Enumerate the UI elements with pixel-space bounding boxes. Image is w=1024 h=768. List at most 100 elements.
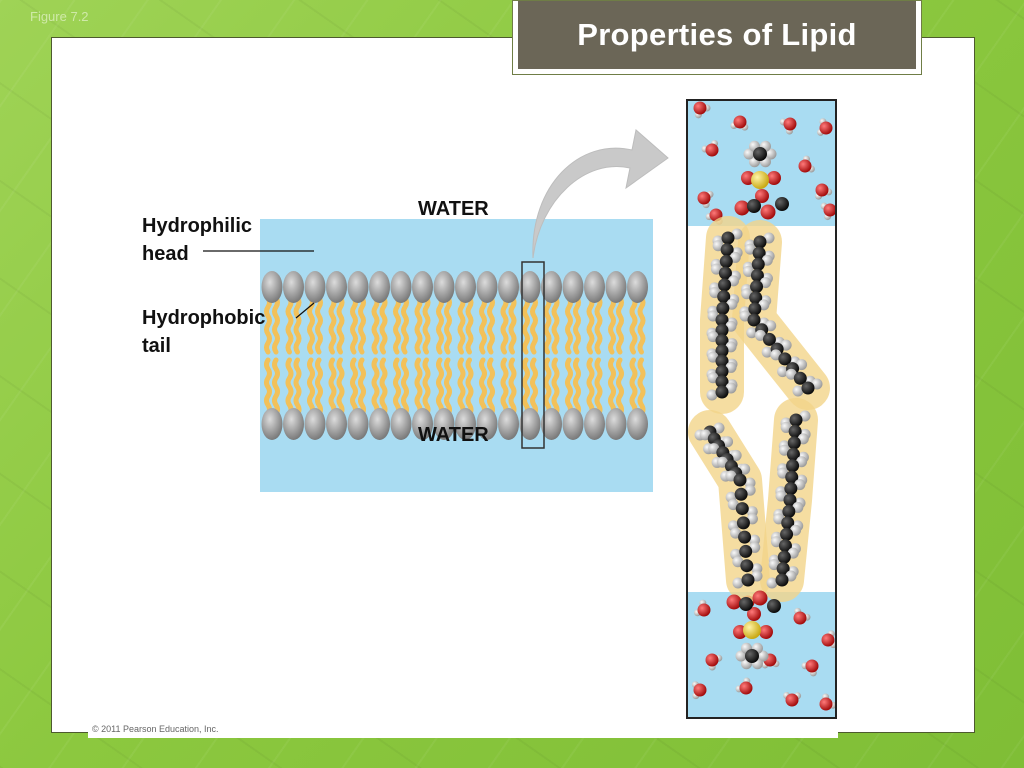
- tail-strand: [551, 357, 560, 417]
- carbon-atom: [718, 266, 732, 280]
- tail-strand: [350, 357, 358, 417]
- water-molecule: [798, 159, 812, 173]
- carbon-atom: [789, 413, 803, 427]
- head-top: [369, 271, 390, 303]
- tail-strand: [307, 295, 315, 355]
- phospholipid-atoms: [694, 140, 823, 670]
- tail-strand: [608, 295, 616, 355]
- head-bottom: [627, 408, 648, 440]
- head-top: [304, 271, 326, 303]
- title-banner: Properties of Lipid: [518, 1, 916, 69]
- water-molecule: [705, 653, 719, 667]
- water-molecule: [739, 681, 753, 695]
- tail-strand: [393, 357, 401, 417]
- tail-strand: [608, 357, 616, 417]
- tail-strand: [379, 357, 388, 417]
- carbon-atom: [752, 246, 766, 260]
- head-top: [326, 271, 347, 303]
- tail-strand: [457, 295, 466, 355]
- water-molecule: [821, 633, 835, 647]
- head-bottom: [562, 408, 584, 440]
- tail-strand: [573, 295, 581, 355]
- hydrophobic-label-line1: Hydrophobic: [142, 307, 266, 329]
- tail-strand: [272, 357, 280, 417]
- carbon-atom: [783, 493, 797, 507]
- carbon-atom: [750, 280, 764, 294]
- head-bottom: [304, 408, 326, 440]
- tail-strand: [543, 295, 552, 355]
- head-top: [498, 271, 519, 303]
- head-top: [390, 271, 412, 303]
- tail-strand: [315, 357, 323, 417]
- carbon-atom: [786, 459, 800, 473]
- carbon-atom: [740, 559, 754, 573]
- carbon-atom: [716, 301, 730, 315]
- selection-box: [521, 261, 545, 449]
- carbon-atom: [784, 482, 798, 496]
- carbon-atom: [777, 550, 791, 564]
- water-molecule: [705, 143, 719, 157]
- tail-strand: [594, 357, 603, 417]
- tail-strand: [414, 295, 423, 355]
- head-top: [433, 271, 455, 303]
- carbon-atom: [715, 364, 729, 378]
- tail-strand: [629, 295, 638, 355]
- head-bottom: [390, 408, 412, 440]
- tail-strand: [543, 357, 552, 417]
- tail-strand: [586, 295, 595, 355]
- tail-strand: [336, 357, 345, 417]
- carbon-atom: [762, 332, 776, 346]
- tail-strand: [315, 295, 323, 355]
- head-top: [541, 271, 562, 303]
- hydrophilic-label: Hydrophilic head: [142, 212, 252, 268]
- head-bottom: [326, 408, 347, 440]
- tail-strand: [444, 295, 452, 355]
- water-molecule: [793, 611, 807, 625]
- carbon-atom: [715, 385, 729, 399]
- carbon-atom: [787, 436, 801, 450]
- tail-strand: [616, 295, 624, 355]
- head-bottom: [605, 408, 627, 440]
- carbon-atom: [775, 573, 789, 587]
- head-bottom: [498, 408, 519, 440]
- carbon-atom: [719, 254, 733, 268]
- carbon-atom: [786, 447, 800, 461]
- tail-strand: [264, 357, 272, 417]
- carbon-atom: [778, 539, 792, 553]
- tail-strand: [565, 357, 573, 417]
- head-bottom: [347, 408, 369, 440]
- tail-leader-line: [295, 302, 315, 319]
- carbon-atom: [780, 527, 794, 541]
- slide-title: Properties of Lipid: [577, 17, 857, 52]
- head-bottom: [283, 408, 304, 440]
- tail-strand: [414, 357, 423, 417]
- head-top: [261, 271, 283, 303]
- tail-strand: [573, 357, 581, 417]
- carbon-atom: [793, 371, 807, 385]
- tail-strand: [457, 357, 466, 417]
- head-top: [455, 271, 476, 303]
- tail-strand: [264, 295, 272, 355]
- carbon-atom: [736, 516, 750, 530]
- tail-strand: [500, 295, 509, 355]
- hydrophobic-tails: [264, 295, 646, 417]
- tail-strand: [293, 295, 302, 355]
- tail-strand: [594, 295, 603, 355]
- carbon-atom: [715, 354, 729, 368]
- tail-strand: [530, 357, 538, 417]
- tail-strand: [285, 295, 294, 355]
- tail-strand: [508, 295, 517, 355]
- tail-strand: [522, 357, 530, 417]
- carbon-atom: [747, 313, 761, 327]
- head-bottom: [476, 408, 498, 440]
- water-bottom-label: WATER: [418, 424, 489, 446]
- carbon-atom: [739, 544, 753, 558]
- carbon-atom: [741, 573, 755, 587]
- tail-strand: [637, 357, 646, 417]
- carbon-atom: [778, 352, 792, 366]
- carbon-atom: [750, 268, 764, 282]
- tail-strand: [336, 295, 345, 355]
- carbon-atom: [715, 313, 729, 327]
- carbon-atom: [734, 487, 748, 501]
- hydrophobic-label: Hydrophobic tail: [142, 304, 265, 360]
